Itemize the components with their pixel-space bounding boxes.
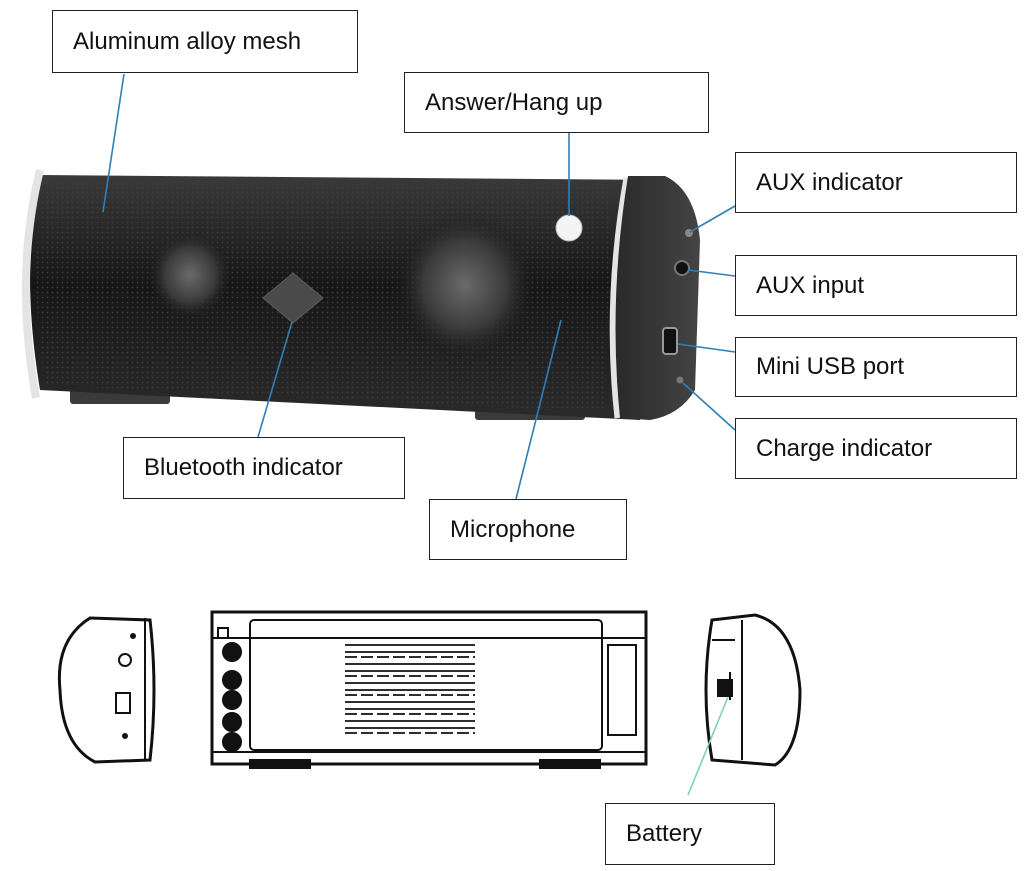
speaker-end-cap: [615, 176, 700, 420]
leader-battery: [687, 696, 729, 796]
mini-usb-port: [662, 327, 678, 355]
leader-lines: [102, 73, 736, 500]
bluetooth-indicator-badge: [262, 272, 324, 324]
label-answer-hang-up: Answer/Hang up: [404, 72, 709, 133]
label-battery: Battery: [605, 803, 775, 865]
aux-input-jack: [674, 260, 690, 276]
leader-charge-indicator: [682, 382, 736, 431]
label-aux-indicator: AUX indicator: [735, 152, 1017, 213]
answer-hangup-button: [555, 214, 583, 242]
right-trim-ring: [609, 177, 631, 419]
left-trim-ring: [21, 169, 44, 399]
leader-aux-input: [687, 269, 736, 277]
right-end-view-drawing: [704, 613, 802, 767]
speaker-driver-left: [148, 230, 232, 320]
leader-microphone: [515, 319, 562, 500]
label-mini-usb-port: Mini USB port: [735, 337, 1017, 397]
speaker-front-view: [21, 169, 700, 420]
label-bluetooth-indicator: Bluetooth indicator: [123, 437, 405, 499]
rear-vent-pattern: [345, 644, 475, 734]
speaker-driver-right: [395, 210, 535, 360]
label-microphone: Microphone: [429, 499, 627, 560]
leader-bluetooth-indicator: [257, 321, 293, 438]
leader-aluminum-mesh: [102, 73, 125, 213]
label-aux-input: AUX input: [735, 255, 1017, 316]
line-drawings: [57, 610, 802, 769]
rear-view-drawing: [210, 610, 648, 769]
leader-aux-indicator: [689, 205, 736, 233]
left-end-view-drawing: [57, 616, 156, 764]
label-aluminum-alloy-mesh: Aluminum alloy mesh: [52, 10, 358, 73]
charge-indicator-light: [676, 376, 684, 384]
label-charge-indicator: Charge indicator: [735, 418, 1017, 479]
leader-mini-usb: [677, 343, 736, 353]
